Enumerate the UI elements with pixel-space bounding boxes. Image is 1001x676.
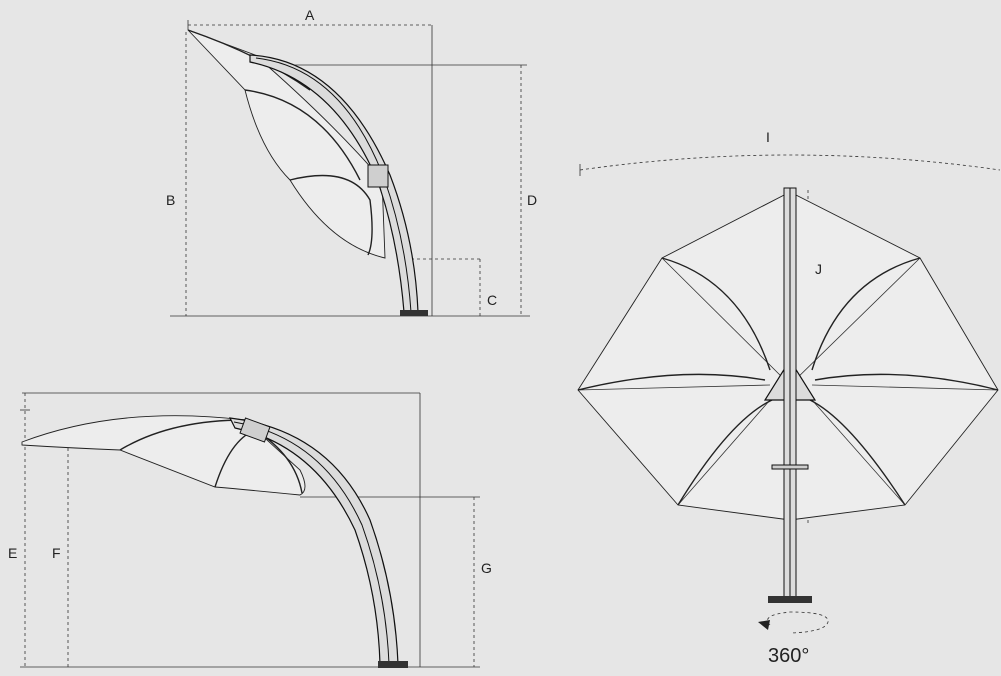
tilted-side-view: A B D C [166,7,537,317]
front-rib-4 [814,373,999,391]
rotation-arc [767,611,829,634]
tilted-base [400,310,428,316]
front-view: I J 360° [577,129,1001,667]
label-e: E [8,545,17,561]
dim-i-arc [579,154,1001,171]
front-seam-4 [811,384,999,391]
label-j: J [815,261,822,277]
front-seam-2 [789,257,921,386]
front-rib-5 [677,399,773,506]
flat-base [378,661,408,668]
flat-arm-line [233,421,390,665]
front-rib-6 [809,399,906,506]
tilted-rib-2 [289,174,373,256]
label-c: C [487,292,497,308]
front-seam-3 [577,384,771,391]
flat-side-view: E F G [8,392,492,668]
flat-canopy [21,415,306,496]
front-seam-6 [811,399,906,506]
flat-hub [239,417,271,443]
front-handle [771,464,809,470]
rotation-label: 360° [768,645,809,667]
flat-rib-1 [119,419,246,451]
label-b: B [166,192,175,208]
label-d: D [527,192,537,208]
label-f: F [52,545,61,561]
front-base [768,596,812,603]
front-rib-3 [577,373,766,391]
front-seam-1 [661,257,791,386]
rotation-arrowhead [758,620,770,630]
tilted-canopy [187,29,386,259]
label-g: G [481,560,492,576]
front-rib-2 [811,257,921,371]
label-a: A [305,7,315,23]
front-seam-5 [677,399,771,506]
tilted-hub [367,164,389,188]
front-rib-1 [661,257,771,371]
tilted-rib-1 [244,89,361,181]
label-i: I [766,129,770,145]
